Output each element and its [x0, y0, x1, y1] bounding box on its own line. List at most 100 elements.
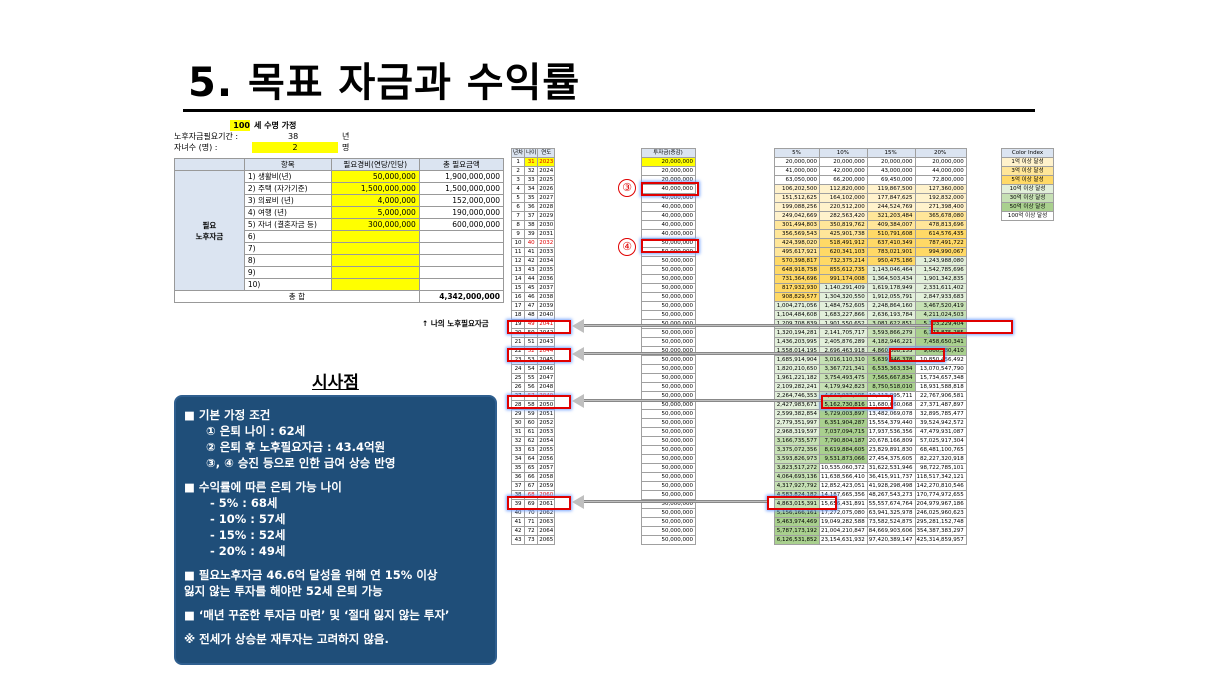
growth-cell: 1,320,194,281	[774, 328, 820, 338]
year-index-cell: 6	[510, 202, 526, 212]
growth-cell: 3,754,493,475	[819, 373, 868, 383]
expense-row: 10)	[175, 278, 505, 291]
age-cell: 62	[524, 436, 539, 446]
period-row: 노후자금필요기간 : 38 년	[174, 131, 504, 142]
contribution-cell: 50,000,000	[641, 490, 696, 500]
age-cell: 55	[524, 373, 539, 383]
contribution-cell: 50,000,000	[641, 472, 696, 482]
growth-cell: 15,554,379,440	[866, 418, 916, 428]
growth-cell: 356,569,543	[774, 229, 820, 239]
age-cell: 51	[524, 337, 539, 347]
growth-cell: 48,267,543,273	[866, 490, 916, 500]
growth-cell: 620,341,103	[819, 247, 868, 257]
expense-cost: 5,000,000	[330, 206, 420, 219]
highlight-15pct	[889, 348, 945, 362]
color-index-header: Color Index	[1001, 148, 1054, 158]
contribution-row: 50,000,000	[641, 454, 696, 464]
expense-item: 9)	[243, 266, 332, 279]
expense-cost: 1,500,000,000	[330, 182, 420, 195]
year-index-cell: 29	[510, 409, 526, 419]
age-cell: 59	[524, 409, 539, 419]
calendar-year-cell: 2051	[537, 409, 556, 419]
growth-cell: 518,491,912	[819, 238, 868, 248]
year-index-cell: 13	[510, 265, 526, 275]
contribution-row: 50,000,000	[641, 508, 696, 518]
growth-cell: 1,685,914,904	[774, 355, 820, 365]
contribution-cell: 50,000,000	[641, 481, 696, 491]
color-index-row: 50억 이상 달성	[1001, 202, 1054, 212]
year-index-cell: 21	[510, 337, 526, 347]
growth-cell: 11,638,566,410	[819, 472, 868, 482]
contribution-row: 50,000,000	[641, 310, 696, 320]
arrow-line-15pct	[584, 352, 889, 355]
life-value: 100	[230, 120, 250, 131]
contribution-cell: 50,000,000	[641, 535, 696, 545]
growth-cell: 991,174,008	[819, 274, 868, 284]
period-value: 38	[288, 132, 299, 141]
year-index-cell: 3	[510, 175, 526, 185]
calendar-year-cell: 2032	[537, 238, 556, 248]
color-index-item: 10억 이상 달성	[1001, 184, 1054, 194]
contribution-row: 50,000,000	[641, 481, 696, 491]
contribution-cell: 50,000,000	[641, 508, 696, 518]
growth-cell: 1,104,484,608	[774, 310, 820, 320]
expense-total: 190,000,000	[418, 206, 505, 219]
growth-cell: 425,314,859,957	[914, 535, 967, 545]
contribution-row: 50,000,000	[641, 526, 696, 536]
col-header-age: 나이	[524, 148, 539, 158]
growth-cell: 31,622,531,946	[866, 463, 916, 473]
insight-line: ■ 필요노후자금 46.6억 달성을 위해 연 15% 이상	[184, 568, 438, 582]
age-cell: 41	[524, 247, 539, 257]
contribution-cell: 50,000,000	[641, 526, 696, 536]
growth-cell: 648,918,758	[774, 265, 820, 275]
expense-row: 7)	[175, 242, 505, 255]
contribution-cell: 40,000,000	[641, 229, 696, 239]
growth-cell: 4,064,693,136	[774, 472, 820, 482]
expense-item: 6)	[243, 230, 332, 243]
age-cell: 34	[524, 184, 539, 194]
color-index-item: 100억 이상 달성	[1001, 211, 1054, 221]
calendar-year-cell: 2035	[537, 265, 556, 275]
growth-cell: 409,384,007	[866, 220, 916, 230]
age-cell: 64	[524, 454, 539, 464]
insight-line: ② 은퇴 후 노후필요자금 : 43.4억원	[206, 440, 386, 454]
col-header-20pct: 20%	[914, 148, 967, 158]
life-label: 세 수명 가정	[254, 121, 297, 130]
contribution-cell: 50,000,000	[641, 364, 696, 374]
year-index-cell: 37	[510, 481, 526, 491]
age-cell: 67	[524, 481, 539, 491]
sum-value: 4,342,000,000	[418, 290, 505, 303]
year-index-cell: 34	[510, 454, 526, 464]
growth-cell: 2,636,193,784	[866, 310, 916, 320]
growth-cell: 2,248,864,160	[866, 301, 916, 311]
contribution-row: 50,000,000	[641, 463, 696, 473]
contribution-cell: 50,000,000	[641, 445, 696, 455]
growth-cell: 22,767,906,581	[914, 391, 967, 401]
growth-cell: 817,932,930	[774, 283, 820, 293]
growth-cell: 72,800,000	[914, 175, 967, 185]
growth-cell: 82,227,320,918	[914, 454, 967, 464]
insight-line: - 15% : 52세	[210, 528, 286, 542]
calendar-year-cell: 2030	[537, 220, 556, 230]
growth-cell: 2,109,282,241	[774, 382, 820, 392]
growth-cell: 6,351,904,287	[819, 418, 868, 428]
age-cell: 36	[524, 202, 539, 212]
marker-3: ③	[618, 179, 636, 197]
calendar-year-cell: 2033	[537, 247, 556, 257]
color-index-row: 3억 이상 달성	[1001, 166, 1054, 176]
col-header-calendar-year: 연도	[537, 148, 556, 158]
contribution-row: 50,000,000	[641, 364, 696, 374]
growth-cell: 994,990,067	[914, 247, 967, 257]
